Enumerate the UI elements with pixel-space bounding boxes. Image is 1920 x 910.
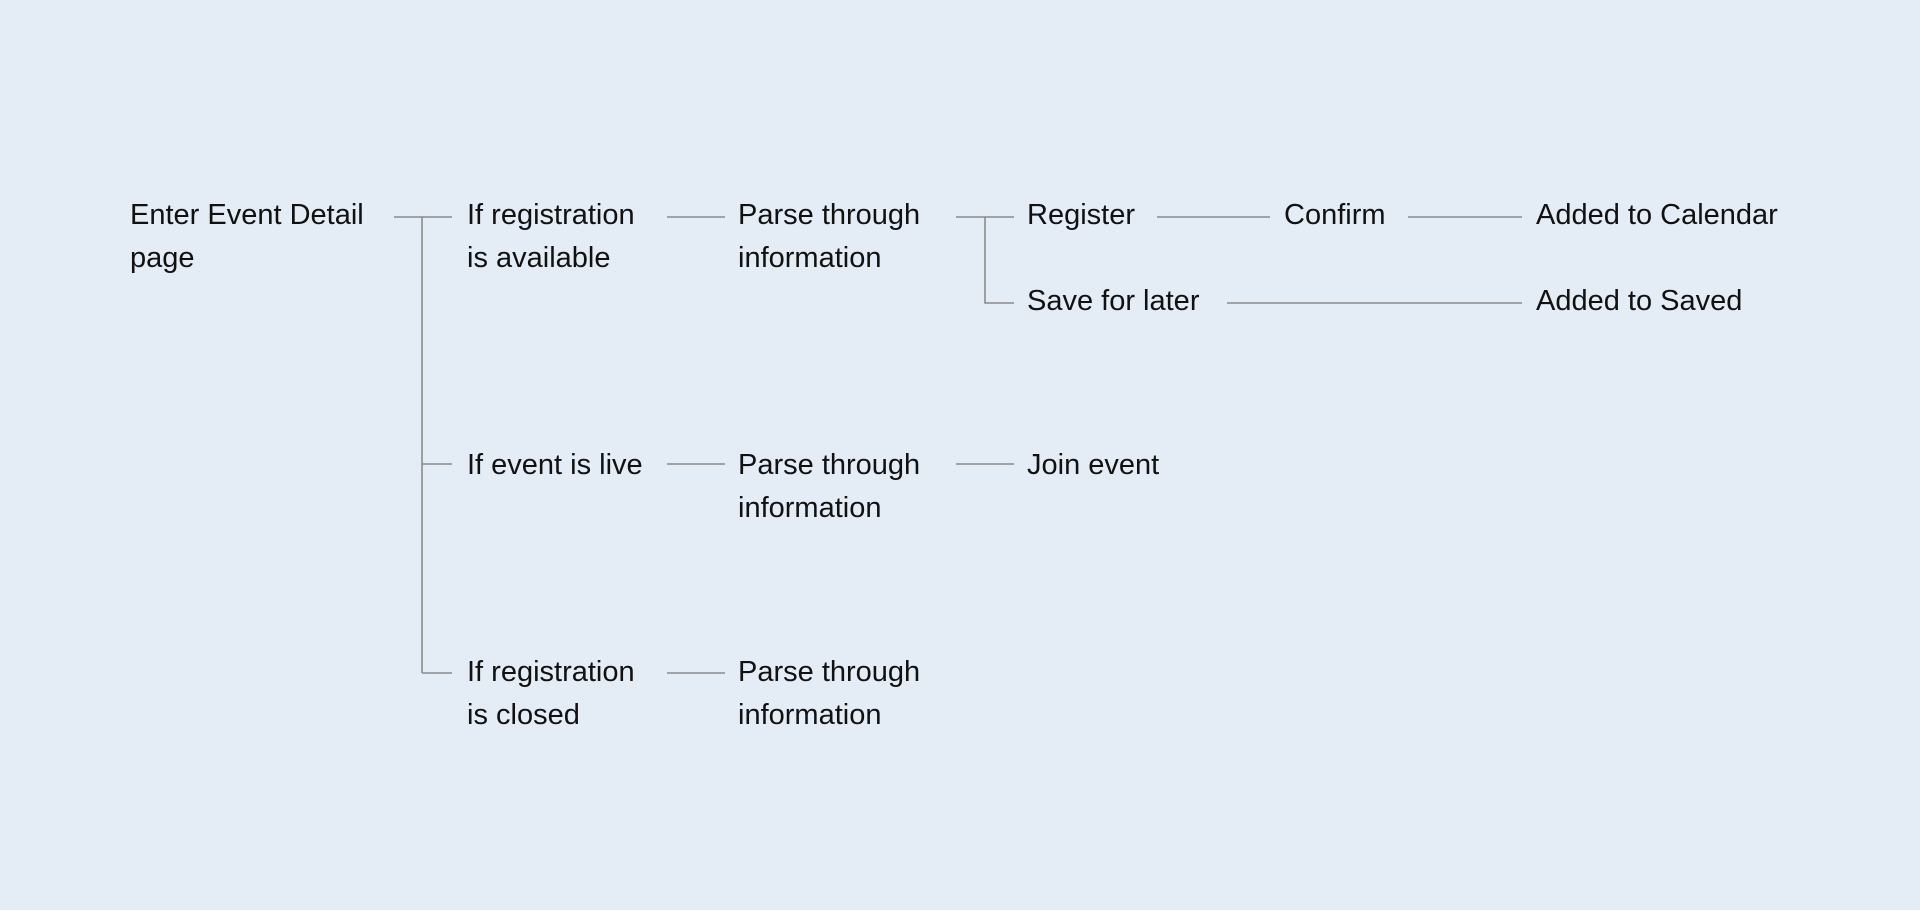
node-text: is available [467,242,611,274]
node-register: Register [1027,194,1135,237]
node-text: Register [1027,199,1135,231]
node-text: If registration [467,656,635,688]
node-join-event: Join event [1027,444,1159,487]
node-text: information [738,699,882,731]
node-text: page [130,242,195,274]
node-text: Save for later [1027,285,1200,317]
node-confirm: Confirm [1284,194,1386,237]
node-text: Join event [1027,449,1160,481]
node-registration-closed: If registration is closed [467,651,635,737]
node-text: If registration [467,199,635,231]
node-registration-available: If registration is available [467,194,635,280]
node-text: information [738,492,882,524]
node-added-to-saved: Added to Saved [1536,280,1742,323]
node-enter-event-detail: Enter Event Detail page [130,194,364,280]
node-parse-information-1: Parse through information [738,194,920,280]
node-text: information [738,242,882,274]
node-text: Enter Event Detail [130,199,364,231]
node-event-live: If event is live [467,444,643,487]
node-text: Confirm [1284,199,1386,231]
node-text: Parse through [738,656,921,688]
node-text: is closed [467,699,580,731]
node-save-for-later: Save for later [1027,280,1199,323]
node-text: Added to Saved [1536,285,1743,317]
node-parse-information-3: Parse through information [738,651,920,737]
node-text: Parse through [738,199,921,231]
node-text: Parse through [738,449,921,481]
node-parse-information-2: Parse through information [738,444,920,530]
node-text: Added to Calendar [1536,199,1778,231]
node-text: If event is live [467,449,643,481]
connector-parse-save [984,217,1014,304]
node-added-to-calendar: Added to Calendar [1536,194,1778,237]
